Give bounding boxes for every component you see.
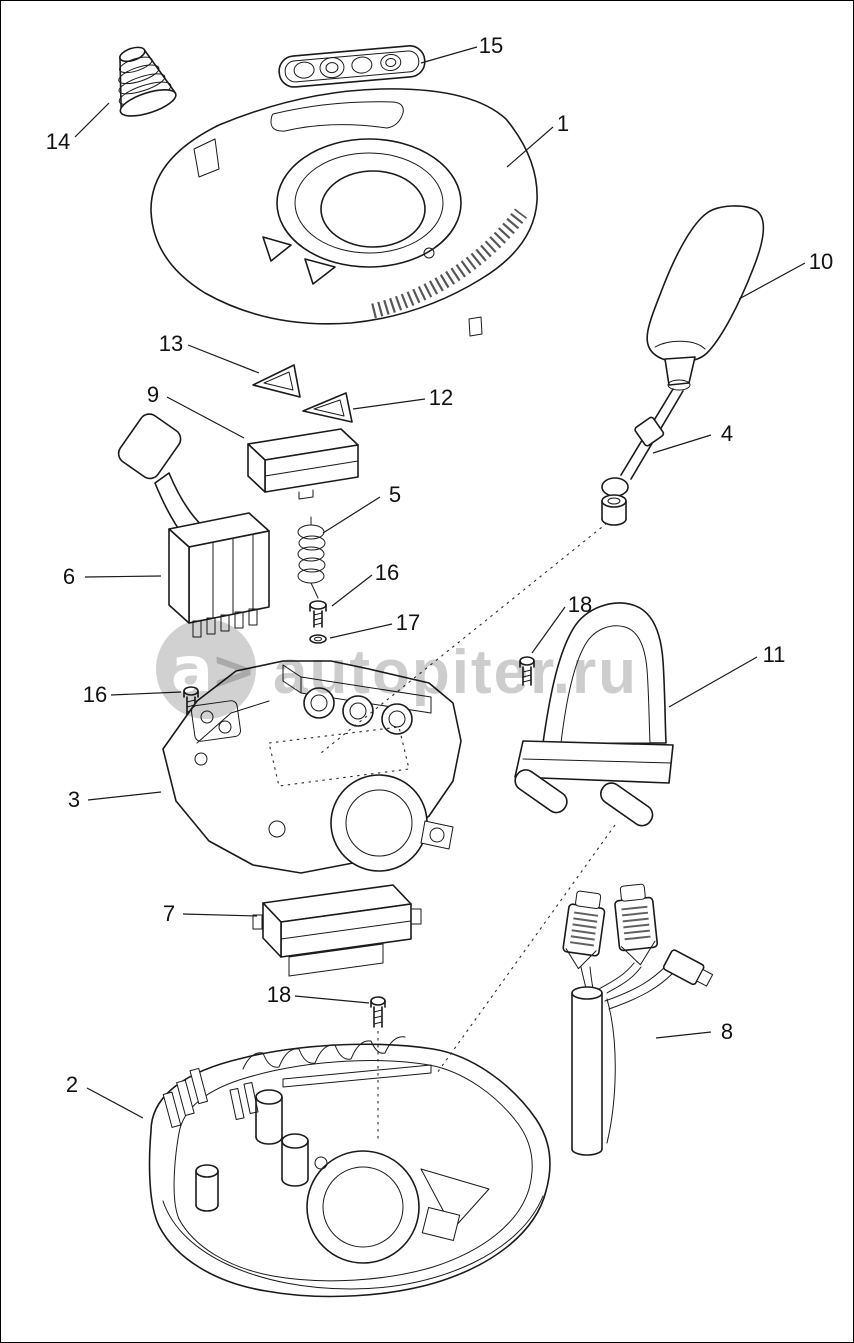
part-label-16-upper: 16	[375, 560, 399, 585]
part-label-18-upper: 18	[568, 592, 592, 617]
mounting-bracket-part	[514, 602, 674, 827]
bottom-housing-part	[148, 1036, 551, 1298]
part-label-11: 11	[763, 642, 786, 667]
switch-lever-part	[117, 413, 270, 638]
part-label-15: 15	[479, 33, 503, 58]
electronic-module-part	[252, 884, 422, 977]
part-label-12: 12	[429, 385, 453, 410]
part-label-7: 7	[163, 901, 175, 926]
part-label-10: 10	[809, 249, 833, 274]
assembly-guide-lines	[320, 522, 616, 1143]
part-label-2: 2	[66, 1072, 78, 1097]
part-label-16-lower: 16	[83, 682, 107, 707]
part-label-9: 9	[147, 382, 159, 407]
part-label-8: 8	[721, 1019, 733, 1044]
leader-lines	[74, 46, 806, 1119]
screw-16-upper-part	[309, 600, 327, 628]
middle-plate-part	[162, 660, 462, 874]
bellows-cone-part	[118, 46, 177, 117]
washer-17-part	[309, 634, 327, 644]
top-cover-part	[150, 88, 538, 337]
button-panel-part	[278, 45, 426, 88]
link-shaft-part	[601, 356, 696, 526]
screw-18-lower-part	[370, 996, 386, 1028]
part-label-1: 1	[557, 111, 569, 136]
spring-part	[297, 516, 326, 599]
part-label-18-lower: 18	[267, 982, 291, 1007]
watermark-logo-letter: a	[171, 633, 213, 706]
part-label-3: 3	[68, 787, 80, 812]
watermark-logo-circle	[156, 619, 256, 719]
connector-block-part	[247, 428, 359, 500]
watermark-logo-arrow: >	[211, 639, 256, 702]
watermark: a > autopiter.ru	[156, 619, 638, 719]
wiring-harness-part	[562, 883, 714, 1156]
arrow-button-lower-part	[302, 392, 353, 423]
part-label-14: 14	[46, 129, 70, 154]
screw-18-upper-part	[519, 656, 535, 686]
part-labels: 15 1 14 10 13 12 9 4 5 6 16 17 18 11 16 …	[46, 33, 833, 1097]
part-label-4: 4	[721, 421, 733, 446]
part-label-5: 5	[389, 482, 401, 507]
arrow-button-upper-part	[252, 364, 301, 398]
watermark-site-text: autopiter.ru	[273, 638, 638, 707]
part-label-17: 17	[396, 610, 420, 635]
part-label-6: 6	[63, 564, 75, 589]
part-label-13: 13	[159, 331, 183, 356]
control-handle-part	[646, 205, 765, 363]
